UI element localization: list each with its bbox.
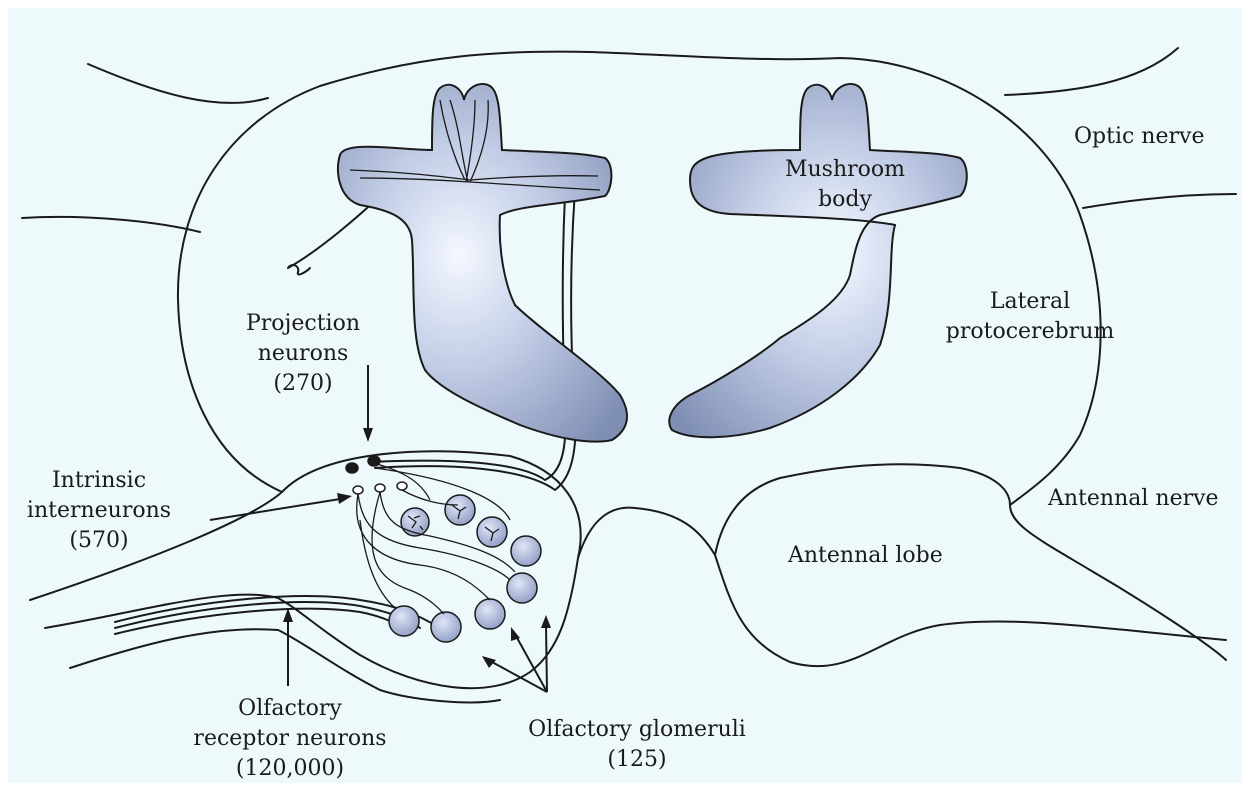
glomerulus xyxy=(507,573,537,603)
interneuron-arrow-line xyxy=(210,499,340,520)
lateral-protocerebrum-label: Lateral protocerebrum xyxy=(945,287,1115,347)
interneuron-soma xyxy=(375,484,385,492)
glomerulus xyxy=(475,599,505,629)
projection-neuron-soma xyxy=(346,463,358,473)
right-upper-nerve xyxy=(1005,48,1178,95)
intrinsic-interneurons-label: Intrinsic interneurons (570) xyxy=(14,466,184,556)
projection-neurons-label: Projection neurons (270) xyxy=(228,309,378,399)
glomerulus xyxy=(445,495,475,525)
antennal-nerve-label: Antennal nerve xyxy=(1048,484,1219,514)
interneuron-arrowhead xyxy=(337,493,352,504)
projection-arrowhead xyxy=(363,428,373,442)
glomerulus xyxy=(431,612,461,642)
mushroom-body-right xyxy=(669,84,966,437)
left-middle-nerve xyxy=(22,217,200,232)
left-lower-nerve xyxy=(70,629,500,702)
right-optic-nerve xyxy=(1083,194,1236,208)
projection-neuron-soma xyxy=(368,456,380,466)
olfactory-receptor-neurons-label: Olfactory receptor neurons (120,000) xyxy=(185,694,395,784)
interneuron-soma xyxy=(397,482,407,490)
glomerulus xyxy=(511,536,541,566)
left-upper-nerve xyxy=(88,64,268,103)
brain-outline xyxy=(178,52,1101,505)
antennal-lobe-label: Antennal lobe xyxy=(788,541,943,571)
interneuron-soma xyxy=(353,486,363,494)
mushroom-body-left xyxy=(338,84,627,442)
glomeruli-arrow-line-3 xyxy=(546,625,547,692)
optic-nerve-label: Optic nerve xyxy=(1074,122,1204,152)
glomeruli-arrowhead-1 xyxy=(482,656,496,668)
glomeruli-arrowhead-3 xyxy=(541,615,551,628)
mushroom-body-label: Mushroom body xyxy=(770,155,920,215)
glomerulus xyxy=(389,606,419,636)
pn-dendrite-2 xyxy=(375,468,510,520)
right-antennal-lobe-lower xyxy=(715,555,1226,666)
olfactory-glomeruli-label: Olfactory glomeruli (125) xyxy=(512,715,762,775)
